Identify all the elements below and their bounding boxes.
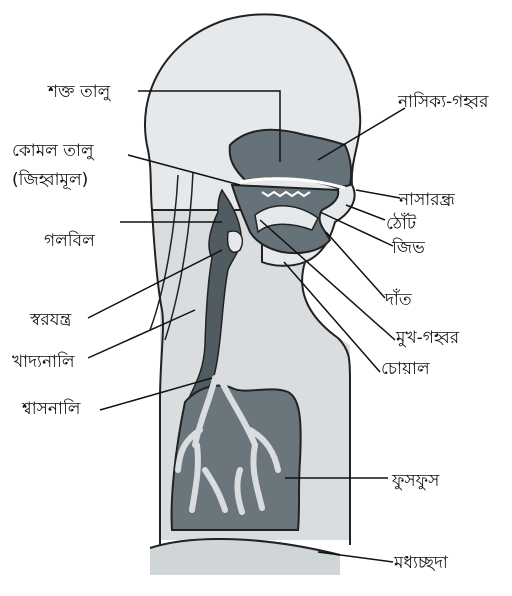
diaphragm-shape — [150, 539, 340, 575]
label-trachea: শ্বাসনালি — [22, 399, 80, 419]
label-teeth: দাঁত — [385, 290, 412, 310]
label-pharynx: গলবিল — [44, 231, 95, 251]
label-lips: ঠোঁট — [386, 214, 416, 234]
label-diaphragm: মধ্যচ্ছদা — [394, 553, 448, 573]
epiglottis — [228, 231, 243, 252]
pointer-teeth — [326, 232, 385, 298]
label-jaw: চোয়াল — [381, 359, 430, 379]
label-esophagus: খাদ্যনালি — [12, 352, 75, 372]
label-hard-palate: শক্ত তালু — [48, 82, 110, 102]
label-tongue: জিভ — [392, 238, 425, 258]
label-mouth-cavity: মুখ-গহ্বর — [396, 328, 459, 348]
label-nostril: নাসারন্ধ্র — [399, 190, 455, 210]
label-lungs: ফুসফুস — [392, 471, 439, 491]
label-larynx: স্বরযন্ত্র — [30, 310, 71, 330]
label-soft-palate: কোমল তালু — [12, 141, 94, 161]
label-nasal-cavity: নাসিক্য-গহ্বর — [398, 92, 489, 112]
pointer-lips — [346, 205, 385, 220]
pointer-nostril — [356, 190, 400, 198]
label-soft-palate-alt: (জিহ্বামূল) — [12, 170, 88, 190]
